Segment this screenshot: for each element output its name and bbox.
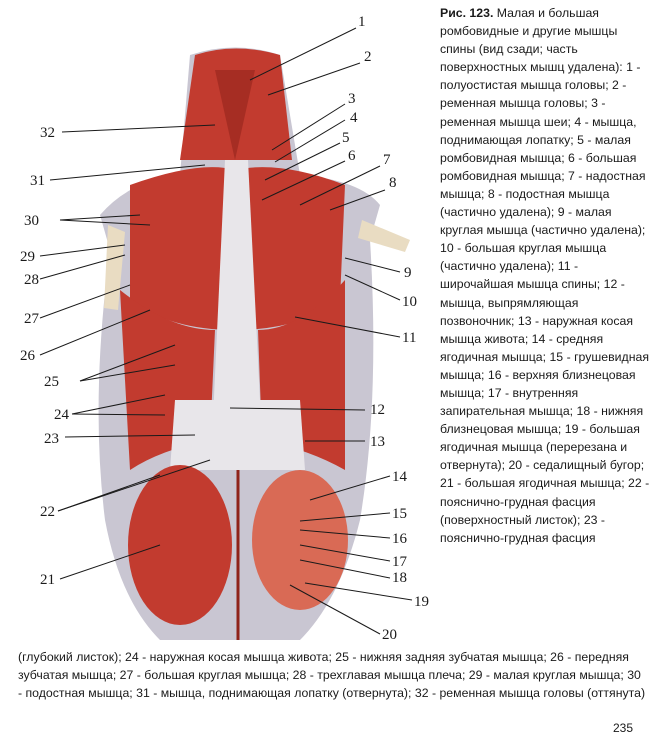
callout-30: 30: [24, 213, 39, 229]
callout-28: 28: [24, 272, 39, 288]
anatomy-figure: 1 2 3 4 5 6 7 8 9 10 11 12 13 14 15 16 1…: [20, 14, 429, 643]
callout-29: 29: [20, 249, 35, 265]
figure-caption: Рис. 123. Малая и большая ромбовидные и …: [440, 4, 652, 547]
callout-leaders: [39, 27, 413, 635]
callout-2: 2: [364, 49, 372, 65]
callout-13: 13: [370, 434, 385, 450]
callout-14: 14: [392, 469, 408, 485]
callout-19: 19: [414, 594, 429, 610]
callout-26: 26: [20, 348, 36, 364]
callout-4: 4: [350, 110, 358, 126]
lumbar-fascia: [170, 400, 305, 470]
figure-number: Рис. 123.: [440, 6, 494, 20]
callout-32: 32: [40, 125, 55, 141]
left-gluteus: [128, 465, 232, 625]
caption-text: Малая и большая ромбовидные и другие мыш…: [440, 6, 650, 545]
callout-15: 15: [392, 506, 407, 522]
callout-27: 27: [24, 311, 40, 327]
callout-11: 11: [402, 330, 416, 346]
callout-8: 8: [389, 175, 397, 191]
right-humerus: [358, 220, 410, 252]
callout-24: 24: [54, 407, 70, 423]
callout-10: 10: [402, 294, 417, 310]
callout-22: 22: [40, 504, 55, 520]
callout-17: 17: [392, 554, 408, 570]
callout-7: 7: [383, 152, 391, 168]
right-gluteus: [252, 470, 348, 610]
callout-1: 1: [358, 14, 366, 30]
callout-23: 23: [44, 431, 59, 447]
callout-18: 18: [392, 570, 407, 586]
callout-6: 6: [348, 148, 356, 164]
callout-16: 16: [392, 531, 408, 547]
spinal-fascia: [212, 160, 262, 440]
page-number: 235: [612, 721, 633, 735]
neck-shading: [215, 70, 255, 160]
callout-31: 31: [30, 173, 45, 189]
callout-21: 21: [40, 572, 55, 588]
callout-numbers: 1 2 3 4 5 6 7 8 9 10 11 12 13 14 15 16 1…: [20, 14, 429, 643]
callout-20: 20: [382, 627, 397, 643]
callout-12: 12: [370, 402, 385, 418]
callout-5: 5: [342, 130, 350, 146]
figure-caption-continuation: (глубокий листок); 24 - наружная косая м…: [18, 650, 646, 701]
callout-3: 3: [348, 91, 356, 107]
callout-25: 25: [44, 374, 59, 390]
callout-9: 9: [404, 265, 412, 281]
back-muscles-illustration: 1 2 3 4 5 6 7 8 9 10 11 12 13 14 15 16 1…: [20, 14, 429, 643]
